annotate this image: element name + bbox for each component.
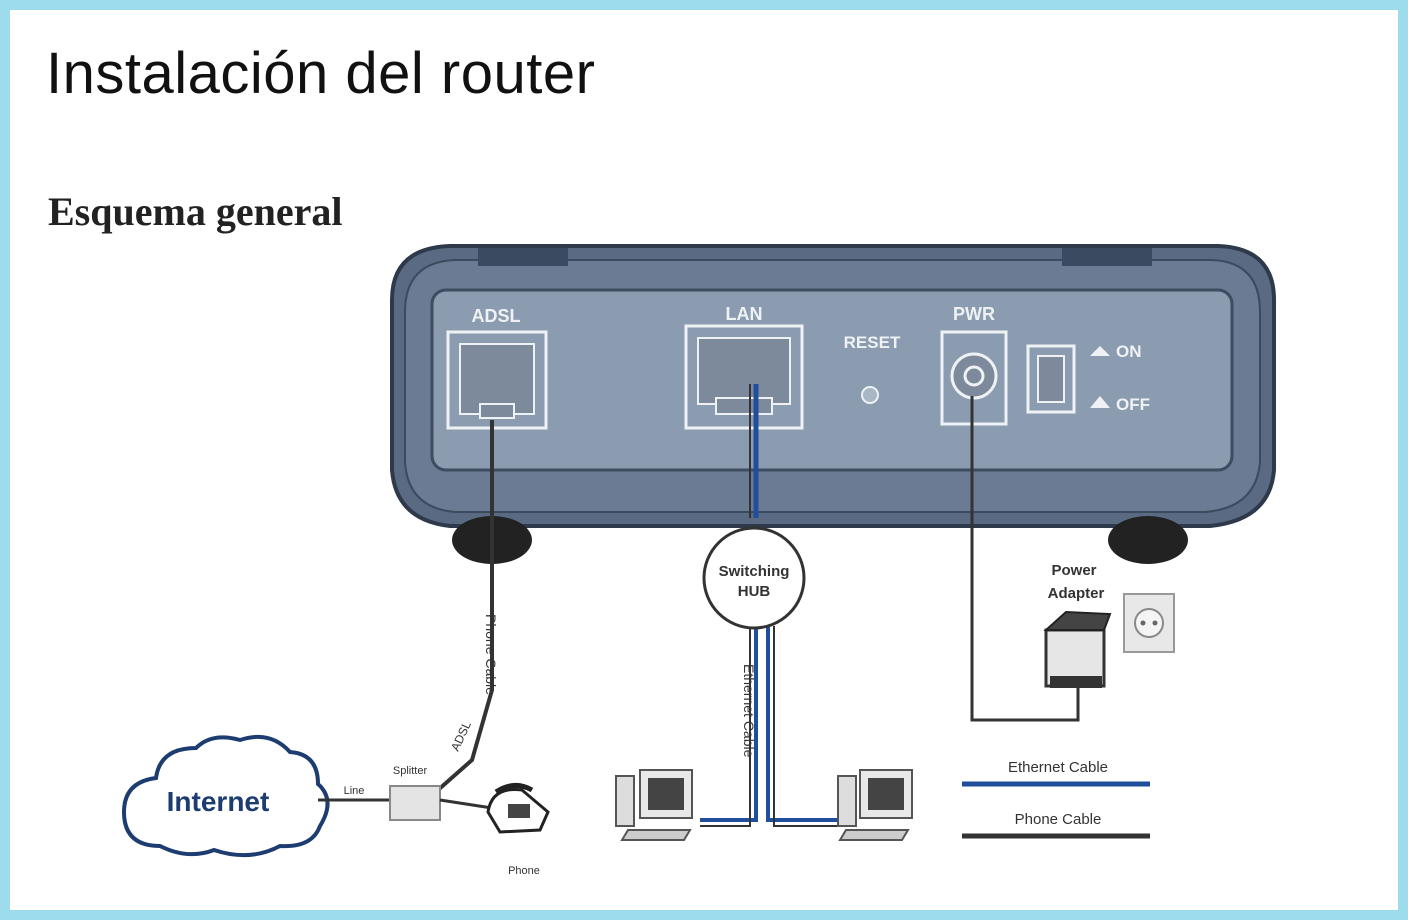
phone-cable-label: Phone Cable (483, 614, 499, 695)
power-cable (970, 396, 1080, 722)
power-switch (1026, 344, 1076, 414)
power-adapter-label-line1: Power (1051, 562, 1096, 579)
internet-cloud-icon (121, 735, 330, 858)
adsl-cable-label: ADSL (448, 719, 474, 754)
computer-left-icon (615, 769, 693, 841)
internet-label: Internet (167, 786, 270, 817)
legend-phone-label: Phone Cable (1015, 811, 1102, 828)
phone-cable-adsl (436, 420, 494, 792)
power-adapter-icon (1043, 610, 1112, 688)
pwr-port-label: PWR (953, 304, 995, 324)
phone-icon (486, 783, 550, 834)
switch-off-label: OFF (1116, 395, 1150, 414)
switch-on-label: ON (1116, 342, 1142, 361)
lan-port-label: LAN (726, 304, 763, 324)
ethernet-cable-right-pc (766, 626, 840, 822)
hub-label-line1: Switching (719, 563, 790, 580)
page-title: Instalación del router (46, 41, 596, 106)
section-subtitle: Esquema general (48, 189, 343, 234)
switching-hub (702, 526, 806, 630)
line-label: Line (344, 785, 365, 797)
reset-button (861, 386, 879, 404)
ethernet-cable-left-pc (700, 626, 758, 822)
computer-right-icon (837, 769, 913, 841)
adsl-port (446, 330, 548, 430)
adsl-port-label: ADSL (472, 306, 521, 326)
hub-label-line2: HUB (738, 583, 771, 600)
pwr-port (940, 330, 1008, 426)
lan-port (684, 324, 804, 430)
ethernet-cable-label: Ethernet Cable (741, 664, 757, 758)
power-adapter-label-line2: Adapter (1048, 585, 1105, 602)
cable-legend: Ethernet Cable Phone Cable (962, 759, 1150, 839)
splitter-icon (389, 785, 441, 821)
wall-outlet-icon (1123, 593, 1175, 653)
reset-label: RESET (844, 333, 901, 352)
router-foot-right (1108, 516, 1188, 564)
splitter-label: Splitter (393, 765, 428, 777)
router: ADSL LAN RESET PWR ON OFF (390, 244, 1276, 564)
legend-ethernet-label: Ethernet Cable (1008, 759, 1108, 776)
phone-label: Phone (508, 865, 540, 877)
